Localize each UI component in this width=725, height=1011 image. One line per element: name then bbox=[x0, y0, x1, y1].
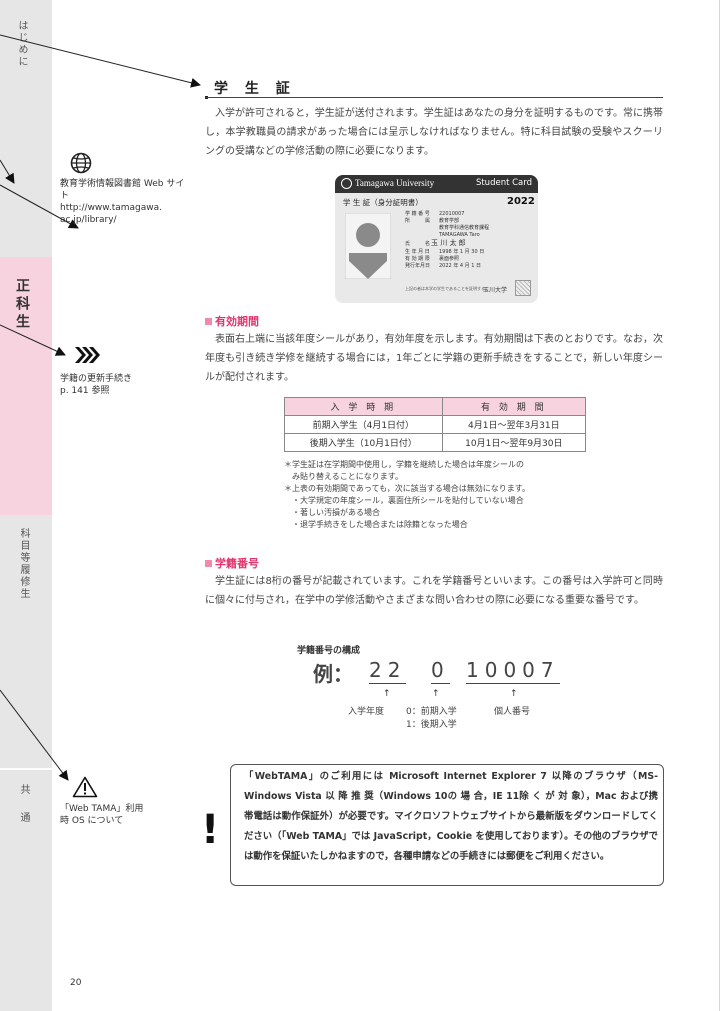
arrow-to-renewal bbox=[0, 324, 66, 356]
webtama-warning-text: 「WebTAMA」のご利用には Microsoft Internet Explo… bbox=[244, 771, 658, 862]
title-rule bbox=[205, 97, 663, 98]
card-label: Student Card bbox=[475, 178, 532, 188]
note-line: ・著しい汚損がある場合 bbox=[292, 508, 380, 517]
card-header: Tamagawa University Student Card bbox=[335, 175, 538, 193]
library-url-1[interactable]: http://www.tamagawa. bbox=[60, 203, 162, 213]
webtama-note-line1: 「Web TAMA」利用 bbox=[60, 804, 144, 814]
exclamation-icon: ! bbox=[201, 807, 220, 853]
photo-placeholder bbox=[345, 213, 391, 279]
arrow-to-webtama bbox=[0, 689, 69, 781]
webtama-warning-box bbox=[230, 764, 664, 886]
validity-heading: 有効期間 bbox=[205, 313, 259, 329]
arrow-to-title bbox=[0, 34, 201, 88]
library-note-title: 教育学術情報図書館 Web サイト bbox=[60, 179, 185, 201]
validity-notes: ＊学生証は在学期間中使用し，学籍を継続した場合は年度シールの み貼り替えることに… bbox=[284, 459, 604, 531]
page-right-rule bbox=[719, 0, 720, 1011]
page-number: 20 bbox=[70, 978, 82, 988]
card-year: 2022 bbox=[507, 196, 535, 207]
library-note: 教育学術情報図書館 Web サイト http://www.tamagawa. a… bbox=[60, 178, 190, 226]
example-year: 22 bbox=[369, 658, 407, 684]
note-line: ＊学生証は在学期間中使用し，学籍を継続した場合は年度シールの bbox=[284, 460, 524, 469]
arrow-up-year: ↑ bbox=[383, 689, 391, 699]
student-card-image: Tamagawa University Student Card 学 生 証（身… bbox=[335, 175, 538, 303]
globe-icon bbox=[70, 152, 92, 174]
note-line: ＊上表の有効期間であっても，次に該当する場合は無効になります。 bbox=[284, 484, 530, 493]
warning-triangle-icon bbox=[72, 776, 98, 798]
tab-seikasei[interactable]: 正科生 bbox=[14, 278, 30, 332]
double-chevron-icon bbox=[75, 347, 100, 363]
table-cell: 前期入学生（4月1日付） bbox=[284, 415, 443, 434]
label-term: 0：前期入学 bbox=[406, 707, 457, 717]
student-number-heading: 学籍番号 bbox=[205, 555, 259, 571]
label-personal: 個人番号 bbox=[494, 707, 531, 717]
tab-kyoutsuu[interactable]: 共通 bbox=[18, 784, 29, 840]
table-row: 後期入学生（10月1日付） 10月1日～翌年9月30日 bbox=[284, 433, 587, 452]
example-term: 0 bbox=[431, 658, 450, 684]
note-line: ・大学規定の年度シール，裏面住所シールを貼付していない場合 bbox=[292, 496, 524, 505]
card-issuer: 玉川大学 bbox=[483, 287, 508, 294]
table-header-row: 入 学 時 期 有 効 期 間 bbox=[284, 397, 587, 416]
arrow-up-personal: ↑ bbox=[510, 689, 518, 699]
renewal-note-line2[interactable]: p. 141 参照 bbox=[60, 386, 110, 396]
university-logo-icon bbox=[341, 178, 352, 189]
webtama-note: 「Web TAMA」利用 時 OS について bbox=[60, 803, 180, 827]
validity-table: 入 学 時 期 有 効 期 間 前期入学生（4月1日付） 4月1日～翌年3月31… bbox=[284, 397, 587, 452]
arrow-edge-1 bbox=[0, 159, 15, 184]
renewal-note: 学籍の更新手続き p. 141 参照 bbox=[60, 373, 190, 397]
table-cell: 10月1日～翌年9月30日 bbox=[441, 433, 587, 452]
renewal-note-line1: 学籍の更新手続き bbox=[60, 374, 133, 384]
student-number-paragraph: 学生証には8桁の番号が記載されています。これを学籍番号といいます。この番号は入学… bbox=[205, 576, 663, 606]
arrow-up-term: ↑ bbox=[432, 689, 440, 699]
tab-hajimeni[interactable]: はじめに bbox=[16, 20, 27, 68]
library-url-2[interactable]: ac.jp/library/ bbox=[60, 215, 117, 225]
card-university: Tamagawa University bbox=[355, 178, 435, 188]
table-header: 有 効 期 間 bbox=[441, 397, 587, 416]
tab-separator bbox=[0, 768, 52, 770]
validity-paragraph: 表面右上端に当該年度シールがあり，有効年度を示します。有効期間は下表のとおりです… bbox=[205, 334, 663, 383]
student-card-title: 学 生 証 bbox=[205, 78, 296, 99]
example-label: 例： bbox=[313, 662, 353, 686]
tab-highlight-seika bbox=[0, 257, 52, 515]
card-id-title: 学 生 証（身分証明書） bbox=[343, 198, 423, 207]
example-personal: 10007 bbox=[466, 658, 560, 684]
card-fine-print: 上記の者は本学の学生であることを証明する。 bbox=[405, 286, 489, 291]
label-year: 入学年度 bbox=[348, 707, 385, 717]
student-card-paragraph: 入学が許可されると，学生証が送付されます。学生証はあなたの身分を証明するものです… bbox=[205, 108, 663, 157]
tab-kamokutou[interactable]: 科目等履修生 bbox=[18, 528, 29, 600]
table-row: 前期入学生（4月1日付） 4月1日～翌年3月31日 bbox=[284, 415, 587, 434]
table-cell: 4月1日～翌年3月31日 bbox=[441, 415, 587, 434]
label-term-2: 1：後期入学 bbox=[406, 720, 457, 730]
note-line: ・退学手続きをした場合または除籍となった場合 bbox=[292, 520, 468, 529]
structure-title: 学籍番号の構成 bbox=[297, 646, 361, 656]
webtama-note-line2: 時 OS について bbox=[60, 816, 124, 826]
note-line: み貼り替えることになります。 bbox=[292, 472, 403, 481]
arrow-to-library bbox=[0, 184, 79, 229]
card-seal bbox=[515, 280, 531, 296]
table-cell: 後期入学生（10月1日付） bbox=[284, 433, 443, 452]
table-header: 入 学 時 期 bbox=[284, 397, 443, 416]
